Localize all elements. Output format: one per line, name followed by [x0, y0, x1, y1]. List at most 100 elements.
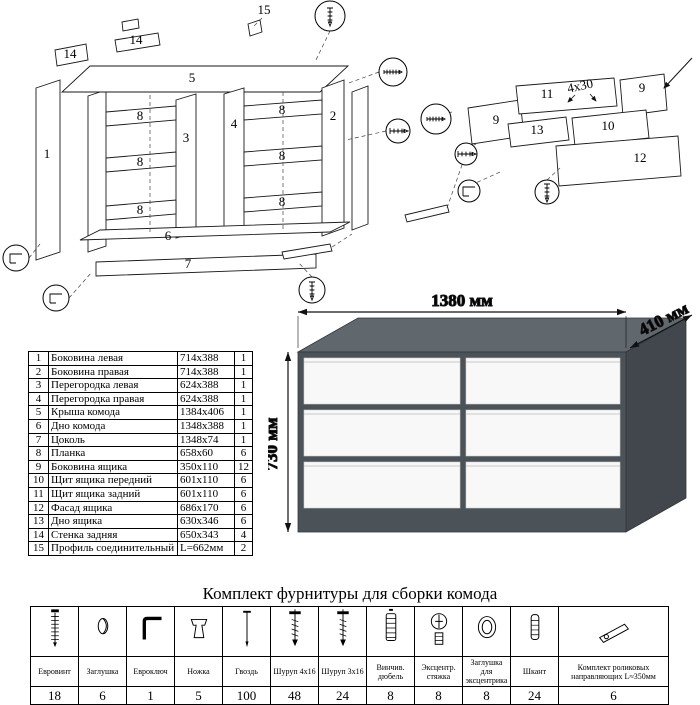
- diagram-part-number: 8: [279, 102, 286, 117]
- part-number: 4: [28, 391, 49, 407]
- screw-icon: [336, 609, 349, 647]
- hardware-icon-cell: [414, 606, 463, 657]
- drawer-front: [465, 461, 621, 509]
- bracket-callout-icon: [457, 179, 481, 203]
- diagram-part-number: 4: [231, 116, 238, 131]
- part-number: 1: [28, 351, 49, 366]
- diagram-part-number: 9: [493, 112, 500, 127]
- part-size: 350x110: [177, 459, 235, 475]
- confirmat-callout-icon: [420, 103, 452, 135]
- part-name: Щит ящика задний: [48, 486, 178, 502]
- drawer-bottom-shape: [507, 116, 570, 148]
- part-size: 601x110: [177, 486, 235, 502]
- diagram-part-number: 12: [634, 150, 647, 165]
- part-name: Планка: [48, 446, 178, 461]
- plank-shape: [105, 199, 177, 221]
- dresser-rendering: 1380 мм 410 мм 730 мм: [268, 292, 693, 533]
- hardware-kit-title: Комплект фурнитуры для сборки комода: [202, 584, 498, 603]
- partition-left-shape: [175, 93, 197, 239]
- connector-profile-shape: [247, 19, 263, 37]
- part-qty: 1: [234, 378, 253, 393]
- part-number: 15: [28, 541, 49, 556]
- cam-lock-icon: [430, 613, 447, 645]
- back-strip-shape: [114, 32, 161, 53]
- diagram-part-number: 8: [279, 194, 286, 209]
- part-qty: 1: [234, 364, 253, 380]
- hardware-icon-cell: [222, 606, 271, 657]
- plinth-shape: [95, 253, 317, 277]
- hardware-icon-cell: [270, 606, 319, 657]
- right-side-panel-shape: [321, 79, 345, 237]
- connector-profile-shape: [121, 18, 140, 32]
- leg-icon: [190, 618, 207, 639]
- part-size: 601x110: [177, 473, 235, 488]
- hardware-icon-cell: [174, 606, 223, 657]
- dowel-screw-icon: [385, 608, 396, 641]
- width-dimension-label: 1380 мм: [431, 292, 493, 310]
- part-size: 650x343: [177, 527, 235, 543]
- part-qty: 1: [234, 405, 253, 420]
- plug-icon: [97, 618, 108, 635]
- pointer-arrow: [663, 57, 693, 89]
- drawer-front: [303, 357, 461, 405]
- diagram-part-number: 2: [330, 108, 337, 123]
- roller-guide-shape: [404, 204, 450, 223]
- diagram-part-number: 14: [130, 32, 144, 47]
- dresser-top-face: [296, 317, 688, 353]
- part-number: 9: [28, 459, 49, 475]
- screw-h-callout-icon: [385, 118, 411, 144]
- hardware-item-qty: 18: [30, 686, 79, 705]
- bottom-panel-shape: [79, 221, 351, 241]
- hardware-item-label: Заглушка: [78, 656, 127, 687]
- part-qty: 4: [234, 527, 253, 543]
- hardware-icon-cell: [30, 606, 79, 657]
- pointer-arrow: [567, 94, 576, 103]
- drawer-front: [465, 357, 621, 405]
- hardware-item-qty: 8: [414, 686, 463, 705]
- hardware-icon-cell: [78, 606, 127, 657]
- part-qty: 1: [234, 418, 253, 434]
- dresser-drawers: [303, 357, 621, 509]
- part-number: 2: [28, 364, 49, 380]
- diagram-part-number: 1: [44, 146, 51, 161]
- diagram-part-number: 5: [189, 70, 196, 85]
- part-number: 13: [28, 514, 49, 529]
- part-number: 10: [28, 473, 49, 488]
- dresser-right-face: [625, 317, 687, 533]
- part-number: 14: [28, 527, 49, 543]
- hardware-item-label: Шуруп 4x16: [270, 656, 319, 687]
- hardware-icon-cell: [126, 606, 175, 657]
- part-size: 624x388: [177, 378, 235, 393]
- hardware-icon-cell: [510, 606, 559, 657]
- diagram-part-number: 8: [279, 148, 286, 163]
- partition-right-shape: [223, 87, 245, 235]
- part-size: 1348x388: [177, 418, 235, 434]
- part-name: Цоколь: [48, 432, 178, 448]
- hardware-item-label: Шкант: [510, 656, 559, 687]
- hardware-item-qty: 5: [174, 686, 223, 705]
- plank-shape: [105, 105, 177, 127]
- drawer-front: [465, 409, 621, 457]
- drawer-back-shape: [515, 77, 618, 115]
- hardware-item-label: Ножка: [174, 656, 223, 687]
- plank-shape: [105, 151, 177, 173]
- bracket-callout-icon: [2, 244, 30, 272]
- part-qty: 6: [234, 446, 253, 461]
- hardware-item-qty: 6: [558, 686, 669, 705]
- hardware-icon-cell: [462, 606, 511, 657]
- part-name: Крыша комода: [48, 405, 178, 420]
- part-name: Боковина ящика: [48, 459, 178, 475]
- diagram-part-number: 8: [137, 108, 144, 123]
- part-name: Боковина правая: [48, 364, 178, 380]
